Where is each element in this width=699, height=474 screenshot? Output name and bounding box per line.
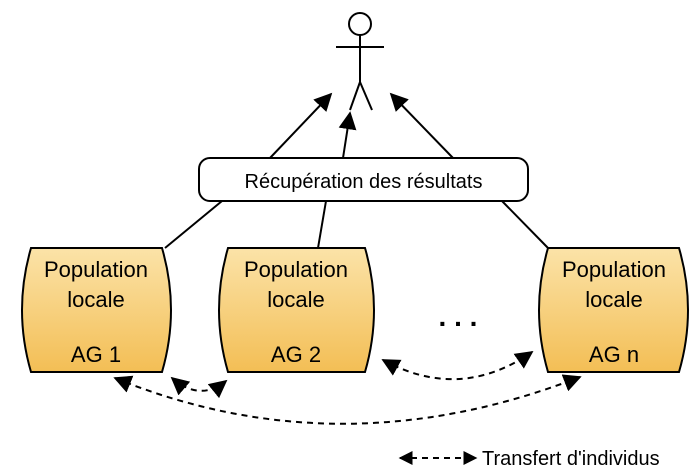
legend: Transfert d'individus [398, 448, 660, 470]
island-to-results-lines [164, 200, 549, 249]
results-box: Récupération des résultats [198, 157, 529, 202]
arrow-to-user-right [389, 92, 454, 159]
user-head [348, 12, 372, 36]
island-ag2-id: AG 2 [271, 342, 321, 367]
results-to-user-arrows [269, 92, 454, 159]
island-ag2-line2: locale [267, 287, 324, 312]
user-left-leg [349, 81, 361, 111]
island-ag1-id: AG 1 [71, 342, 121, 367]
island-agn-line2: locale [585, 287, 642, 312]
ellipsis: . . . [439, 301, 478, 332]
island-agn-line1: Population [562, 257, 666, 282]
user-right-leg [359, 81, 373, 111]
migration-arrows [113, 350, 582, 425]
island-agn-id: AG n [589, 342, 639, 367]
island-ag1: Population locale AG 1 [21, 247, 172, 373]
arrow-to-user-left [269, 92, 333, 159]
results-box-label: Récupération des résultats [245, 171, 483, 193]
island-ag2-line1: Population [244, 257, 348, 282]
migration-ag1-ag2 [170, 376, 228, 399]
island-ag2: Population locale AG 2 [218, 247, 375, 373]
arrow-to-user-center [338, 111, 357, 159]
migration-ag1-agn [113, 374, 582, 425]
island-ag1-line2: locale [67, 287, 124, 312]
island-agn: Population locale AG n [538, 247, 689, 373]
line-ag1-results [164, 200, 223, 249]
line-ag2-results [317, 200, 327, 249]
migration-ag2-agn [381, 350, 534, 381]
legend-label: Transfert d'individus [482, 448, 660, 470]
island-ag1-line1: Population [44, 257, 148, 282]
line-agn-results [501, 200, 549, 249]
user-stick-figure-icon [336, 12, 384, 111]
